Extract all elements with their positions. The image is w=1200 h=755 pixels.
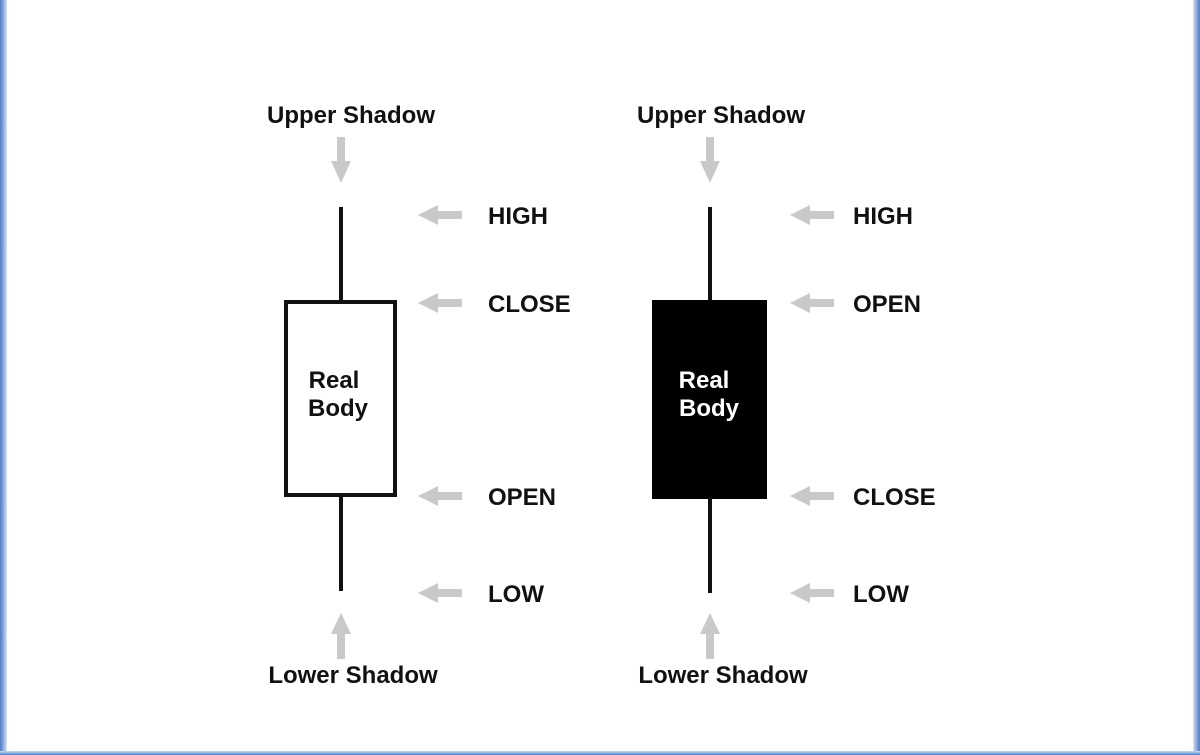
open-label: OPEN: [853, 291, 921, 318]
close-label: CLOSE: [853, 484, 936, 511]
left-arrow-icon: [790, 205, 834, 225]
upper-shadow-label: Upper Shadow: [637, 102, 805, 129]
left-arrow-icon: [790, 486, 834, 506]
down-arrow-icon: [331, 137, 351, 183]
real-body-label-line1: Real: [679, 367, 730, 394]
real-body: [652, 300, 767, 499]
left-arrow-icon: [418, 293, 462, 313]
up-arrow-icon: [331, 613, 351, 659]
left-arrow-icon: [790, 583, 834, 603]
lower-shadow-label: Lower Shadow: [268, 662, 438, 689]
real-body-label-line1: Real: [309, 367, 360, 394]
real-body-label-line2: Body: [679, 395, 740, 422]
left-arrow-icon: [790, 293, 834, 313]
up-arrow-icon: [700, 613, 720, 659]
low-label: LOW: [853, 581, 909, 608]
upper-shadow-label: Upper Shadow: [267, 102, 435, 129]
high-label: HIGH: [853, 203, 913, 230]
frame-bottom-border: [0, 751, 1200, 755]
real-body-label-line2: Body: [308, 395, 369, 422]
left-arrow-icon: [418, 486, 462, 506]
left-arrow-icon: [418, 205, 462, 225]
low-label: LOW: [488, 581, 544, 608]
bearish-candlestick: Upper Shadow Real Body Lower Shadow HIGH: [637, 102, 936, 689]
left-arrow-icon: [418, 583, 462, 603]
bullish-candlestick: Upper Shadow Real Body Lower Shadow HIGH: [267, 102, 571, 689]
frame-right-border: [1193, 0, 1200, 755]
down-arrow-icon: [700, 137, 720, 183]
open-label: OPEN: [488, 484, 556, 511]
close-label: CLOSE: [488, 291, 571, 318]
lower-shadow-label: Lower Shadow: [638, 662, 808, 689]
frame-left-border: [0, 0, 7, 755]
high-label: HIGH: [488, 203, 548, 230]
real-body: [284, 300, 397, 497]
